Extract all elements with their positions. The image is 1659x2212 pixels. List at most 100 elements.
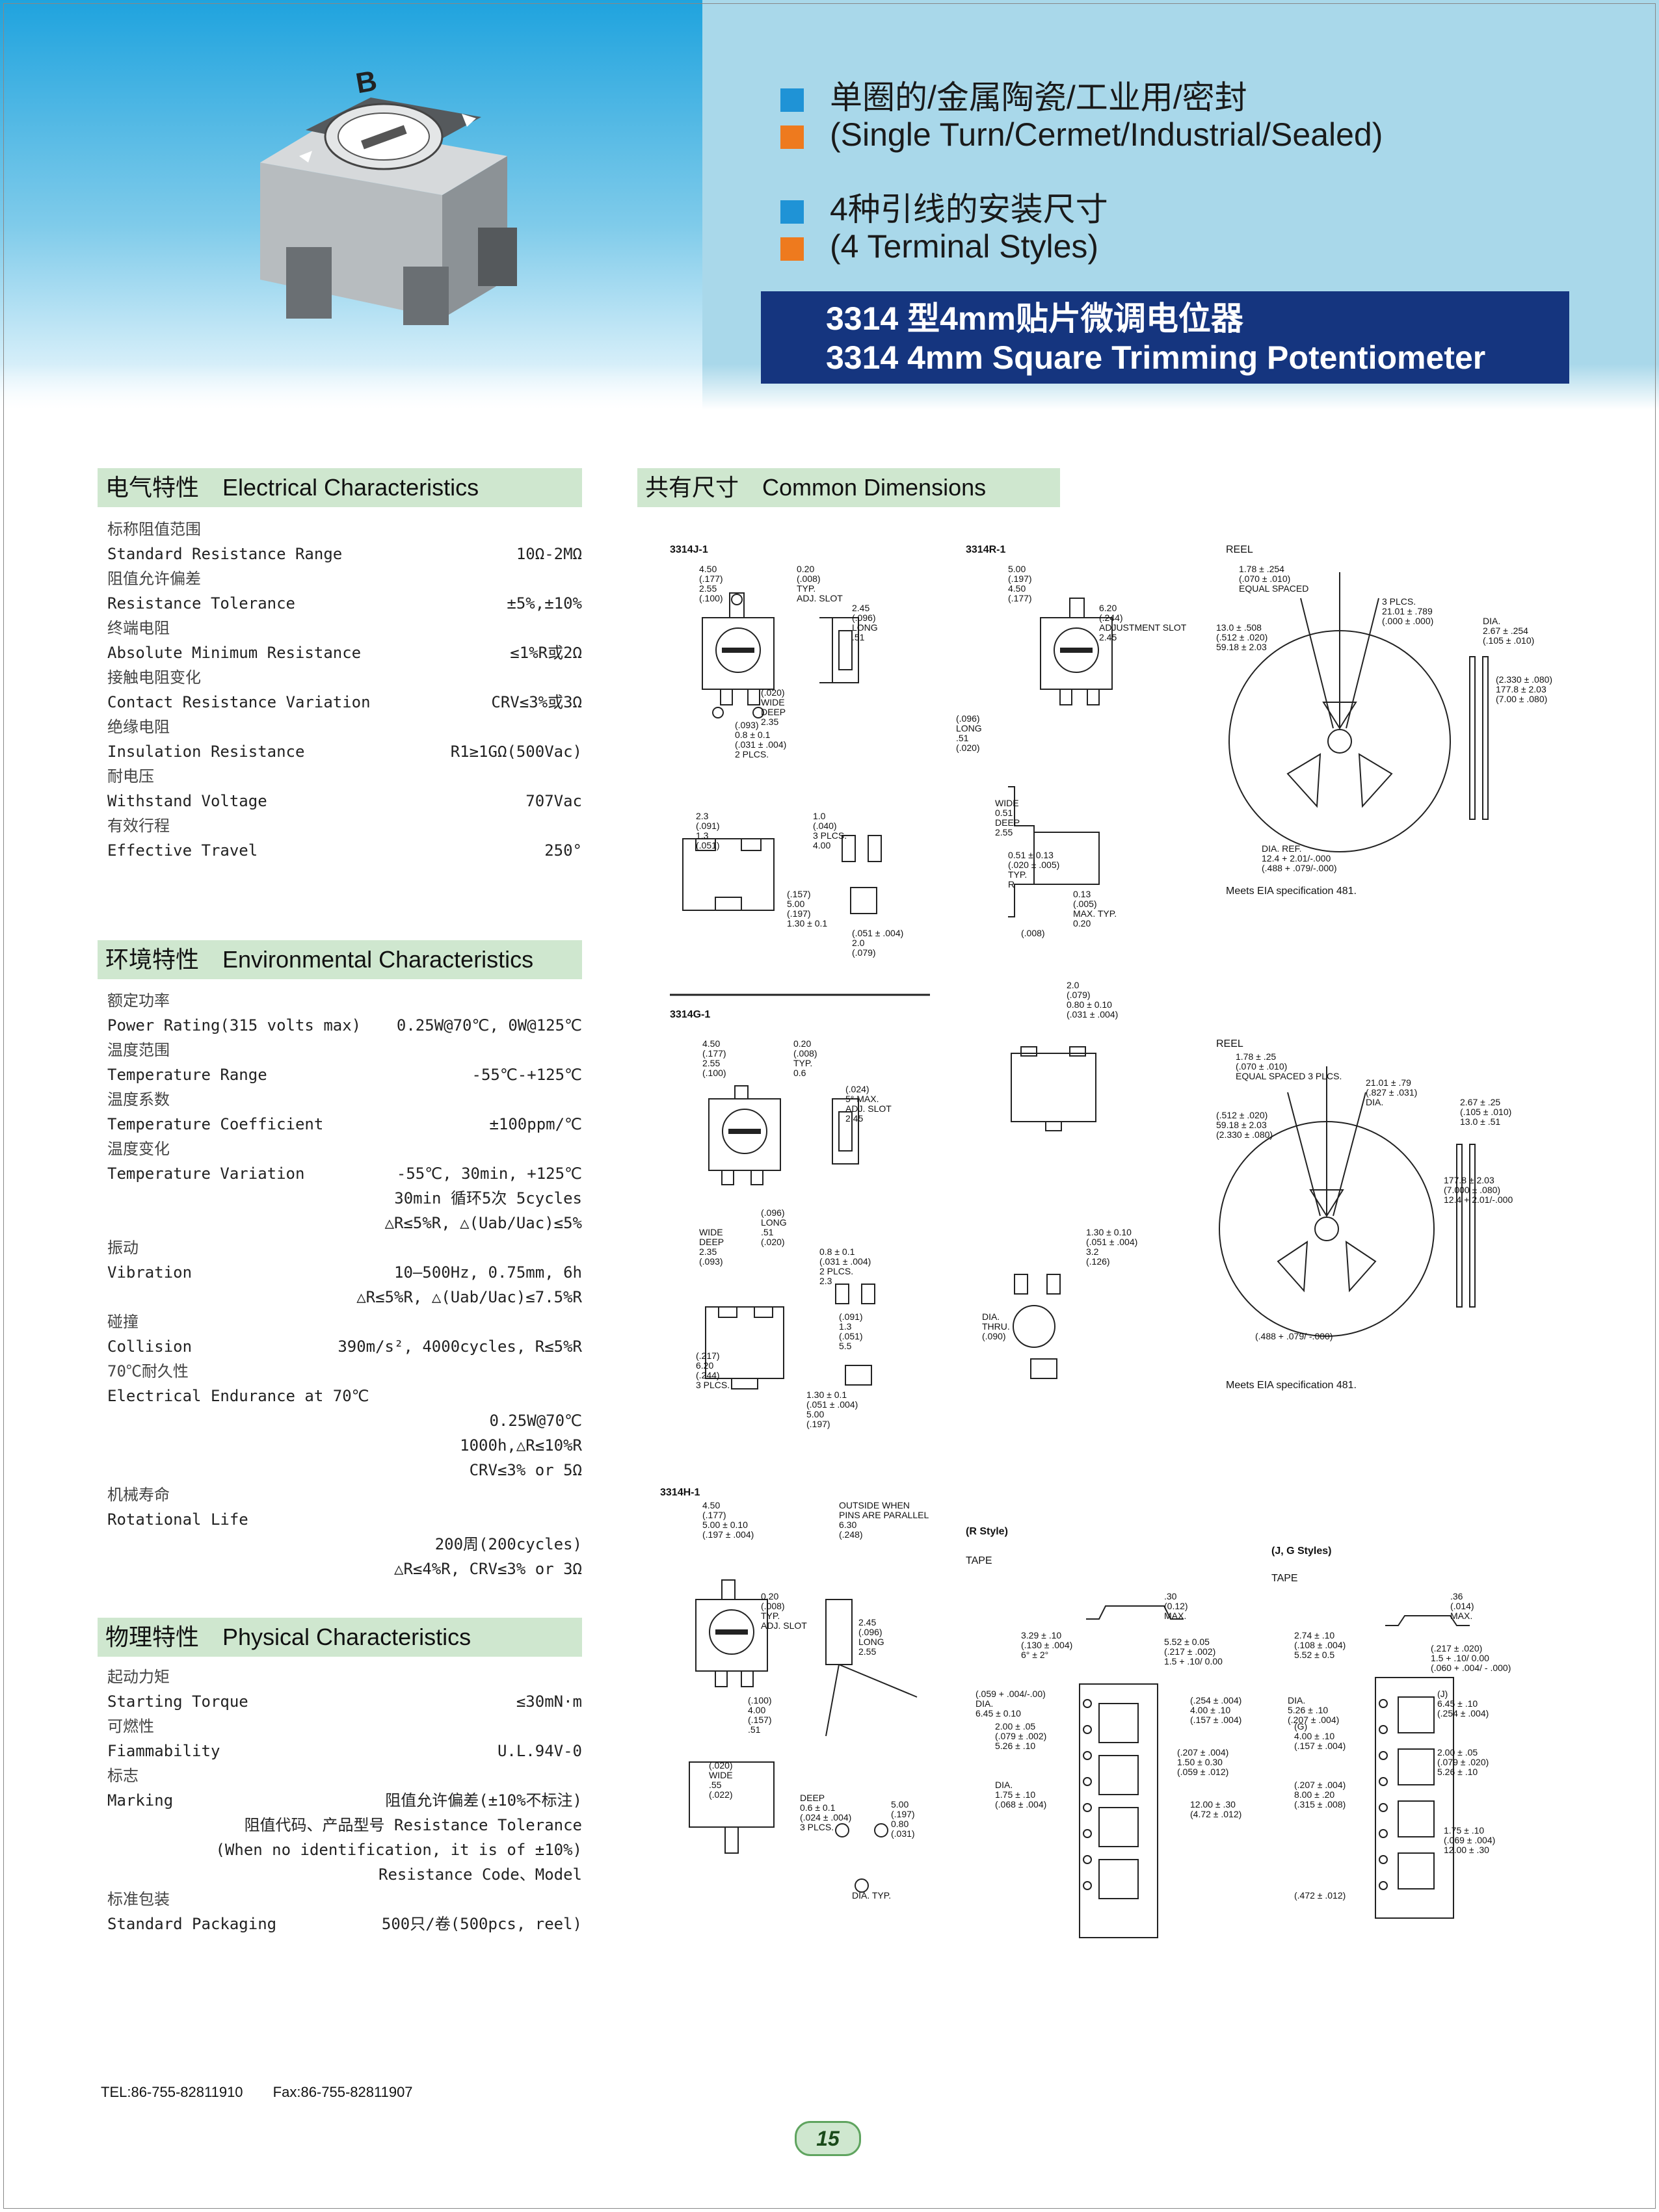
dimension-callout: 59.18 ± 2.03	[1216, 1120, 1267, 1130]
dimension-callout: (.207 ± .004)	[1294, 1780, 1346, 1790]
dimension-callout: (.177)	[702, 1510, 726, 1520]
dimension-callout: (.031 ± .004)	[819, 1256, 871, 1267]
dimension-callout: DIA.	[1366, 1097, 1383, 1107]
footer-fax: Fax:86-755-82811907	[272, 2084, 413, 2100]
dimension-callout: 21.01 ± .789	[1382, 606, 1433, 616]
dimension-callout: 0.20	[761, 1591, 778, 1601]
product-image: B	[260, 65, 517, 325]
bullet-text: (Single Turn/Cermet/Industrial/Sealed)	[830, 116, 1383, 153]
dimension-callout: (.008)	[761, 1601, 785, 1611]
dimension-callout: (.217 ± .020)	[1431, 1643, 1482, 1653]
bullet-4: (4 Terminal Styles)	[780, 228, 1098, 265]
spec-value: R1≥1GΩ(500Vac)	[450, 743, 582, 761]
spec-row: Temperature Coefficient±100ppm/℃	[107, 1112, 582, 1137]
label-tape-r-sub: TAPE	[966, 1555, 992, 1566]
dimension-callout: (.512 ± .020)	[1216, 632, 1267, 642]
spec-label-cn: 温度变化	[107, 1140, 170, 1158]
dimension-callout: 1.50 ± 0.30	[1177, 1757, 1223, 1767]
dimension-callout: 4.00	[748, 1705, 765, 1715]
spec-label-cn: 阻值允许偏差	[107, 570, 201, 588]
spec-value-extra: △R≤4%R, CRV≤3% or 3Ω	[394, 1560, 582, 1578]
dimension-callout: .51	[748, 1724, 761, 1735]
dimension-callout: WIDE	[699, 1227, 723, 1237]
dimension-callout: 1.30 ± 0.10	[1086, 1227, 1132, 1237]
dimension-callout: ADJUSTMENT SLOT	[1099, 622, 1187, 633]
dimension-callout: 5.26 ± .10	[995, 1741, 1035, 1751]
spec-label-en: Absolute Minimum Resistance	[107, 644, 362, 662]
bullet-text: 单圈的/金属陶瓷/工业用/密封	[830, 79, 1247, 116]
dimension-callout: 2.74 ± .10	[1294, 1630, 1334, 1640]
dimension-callout: (2.330 ± .080)	[1216, 1129, 1273, 1140]
dimension-callout: 2 PLCS.	[735, 749, 769, 759]
dimension-callout: 2 PLCS.	[819, 1266, 853, 1276]
dimension-callout: DIA. TYP.	[852, 1890, 891, 1901]
dimension-callout: (.157 ± .004)	[1190, 1715, 1241, 1725]
dimension-callout: (.254 ± .004)	[1190, 1695, 1241, 1705]
label-3314g: 3314G-1	[670, 1009, 710, 1020]
spec-row: Starting Torque≤30mN·m	[107, 1689, 582, 1714]
dimension-callout: (2.330 ± .080)	[1496, 674, 1552, 685]
reel-1-note: Meets EIA specification 481.	[1226, 886, 1357, 897]
spec-row: Electrical Endurance at 70℃	[107, 1384, 582, 1408]
dimension-callout: DIA.	[982, 1311, 1000, 1322]
spec-value-extra: CRV≤3% or 5Ω	[469, 1461, 582, 1479]
label-tape-jg-sub: TAPE	[1271, 1573, 1298, 1584]
bullet-text: (4 Terminal Styles)	[830, 228, 1099, 265]
dimension-callout: LONG	[956, 723, 982, 733]
dimension-callout: LONG	[761, 1217, 787, 1228]
dimension-callout: 12.00 ± .30	[1190, 1799, 1236, 1810]
dimension-callout: (.197)	[1008, 573, 1032, 584]
dimension-callout: 1.75 ± .10	[995, 1789, 1035, 1800]
dimension-callout: (J)	[1437, 1689, 1448, 1699]
dimension-callout: OUTSIDE WHEN	[839, 1500, 910, 1510]
spec-value: 390m/s², 4000cycles, R≤5%R	[338, 1337, 582, 1356]
spec-value-extra: △R≤5%R, △(Uab/Uac)≤5%	[384, 1214, 582, 1232]
spec-label-cn: 温度范围	[107, 1041, 170, 1059]
dimension-callout: (.157 ± .004)	[1294, 1741, 1346, 1751]
dimension-callout: 1.30 ± 0.1	[787, 918, 827, 928]
dimension-callout: (.031 ± .004)	[735, 739, 786, 750]
dimension-callout: (.051 ± .004)	[1086, 1237, 1137, 1247]
title-cn: 3314 型4mm贴片微调电位器	[826, 300, 1243, 337]
section-environmental: 环境特性 Environmental Characteristics	[98, 940, 582, 979]
bullet-square-icon	[780, 200, 804, 224]
dimension-callout: 0.6 ± 0.1	[800, 1802, 836, 1813]
svg-text:B: B	[354, 65, 380, 99]
dimension-callout: 4.00 ± .10	[1190, 1705, 1230, 1715]
label-3314r: 3314R-1	[966, 544, 1005, 555]
spec-label-cn: 绝缘电阻	[107, 718, 170, 736]
product-title-box: 3314 型4mm贴片微调电位器 3314 4mm Square Trimmin…	[761, 291, 1569, 384]
dimension-callout: EQUAL SPACED 3 PLCS.	[1236, 1071, 1342, 1081]
dimension-callout: 2.67 ± .25	[1460, 1097, 1500, 1107]
footer-contact: TEL:86-755-82811910 Fax:86-755-82811907	[101, 2084, 413, 2101]
spec-label-cn: 终端电阻	[107, 619, 170, 637]
spec-value-extra: 1000h,△R≤10%R	[460, 1436, 582, 1455]
dimension-callout: (.079 ± .002)	[995, 1731, 1046, 1741]
label-tape-r: (R Style)	[966, 1526, 1008, 1537]
spec-value-extra: 200周(200cycles)	[434, 1535, 582, 1553]
dimension-callout: 3 PLCS.	[813, 830, 847, 841]
spec-label-cn: 机械寿命	[107, 1486, 170, 1504]
section-electrical: 电气特性 Electrical Characteristics	[98, 468, 582, 507]
dimension-callout: (.031 ± .004)	[1067, 1009, 1118, 1020]
dimension-callout: ADJ. SLOT	[845, 1103, 892, 1114]
dimension-callout: DIA.	[975, 1698, 993, 1709]
dimension-callout: 2.45	[1099, 632, 1117, 642]
title-en: 3314 4mm Square Trimming Potentiometer	[826, 339, 1486, 376]
dimension-callout: 2.45	[852, 603, 869, 613]
dimension-callout: (.093)	[735, 720, 759, 730]
dimension-callout: (.315 ± .008)	[1294, 1799, 1346, 1810]
spec-label-cn: 耐电压	[107, 767, 154, 785]
dimension-callout: (.024)	[845, 1084, 869, 1094]
dimension-callout: 3 PLCS.	[1382, 596, 1416, 607]
dimension-callout: (.100)	[699, 593, 723, 603]
dimension-callout: (0.12)	[1164, 1601, 1188, 1611]
dimension-callout: (.005)	[1073, 899, 1097, 909]
dimension-callout: 5.26 ± .10	[1437, 1767, 1478, 1777]
dimension-callout: (.068 ± .004)	[995, 1799, 1046, 1810]
